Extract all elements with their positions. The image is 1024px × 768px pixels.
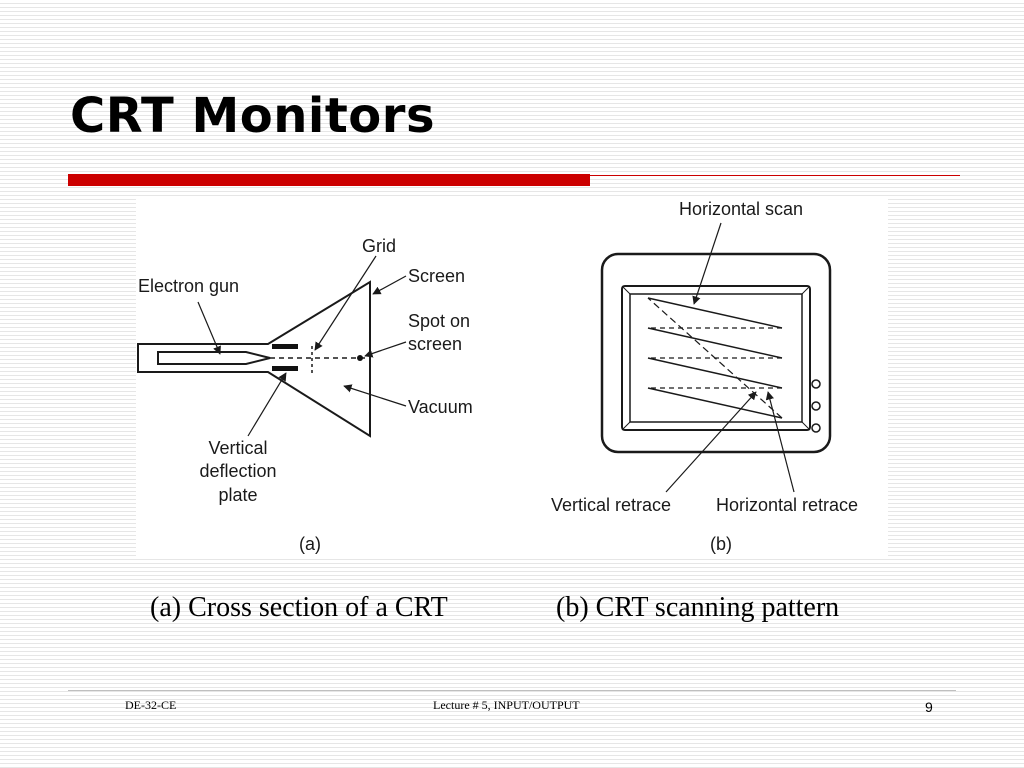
caption-a: (a) Cross section of a CRT [150, 592, 448, 623]
electron-gun-body [157, 351, 271, 365]
monitor-body [600, 252, 832, 454]
bezel-corner-tr [801, 285, 811, 295]
deflection-plate-bottom [272, 366, 298, 371]
horizontal-scan-line [647, 297, 783, 329]
arrow-grid [314, 255, 377, 351]
label-grid: Grid [362, 236, 396, 256]
crt-diagram: Grid Screen Electron gun Spot on screen … [137, 199, 858, 554]
arrow-electron-gun [197, 301, 221, 355]
bezel-corner-br [801, 421, 811, 431]
slide-title: CRT Monitors [70, 88, 436, 144]
monitor-knob [811, 401, 821, 411]
arrow-vertical-retrace [665, 391, 757, 493]
horizontal-scan-line [647, 327, 783, 359]
label-spot-on-line2: screen [408, 334, 462, 354]
footer-lecture-title: Lecture # 5, INPUT/OUTPUT [433, 698, 580, 712]
tag-a: (a) [299, 534, 321, 554]
horizontal-scan-line [647, 357, 783, 389]
monitor-bezel [621, 285, 811, 431]
caption-b: (b) CRT scanning pattern [556, 592, 840, 623]
title-underline-accent [68, 174, 590, 186]
label-vertical-retrace: Vertical retrace [551, 495, 671, 515]
monitor-screen [629, 293, 803, 423]
label-electron-gun: Electron gun [138, 276, 239, 296]
arrow-vacuum [343, 384, 407, 407]
deflection-plate-top [272, 344, 298, 349]
arrow-screen [372, 275, 407, 295]
horizontal-scan-line [647, 387, 783, 419]
label-vertical-line1: Vertical [208, 438, 267, 458]
label-vertical-line2: deflection [199, 461, 276, 481]
vertical-retrace-line [647, 297, 783, 419]
monitor-knob [811, 423, 821, 433]
crt-scanning-pattern: Horizontal scan Vertical retrace Horizon… [551, 199, 858, 554]
label-vacuum: Vacuum [408, 397, 473, 417]
label-spot-on-line1: Spot on [408, 311, 470, 331]
arrow-horizontal-scan [692, 222, 722, 305]
bezel-corner-tl [621, 285, 631, 295]
footer-course-code: DE-32-CE [125, 698, 177, 712]
crt-cross-section: Grid Screen Electron gun Spot on screen … [137, 236, 473, 554]
label-screen: Screen [408, 266, 465, 286]
title-underline-thin [590, 175, 960, 176]
crt-tube-outline [137, 280, 371, 438]
footer-page-number: 9 [925, 699, 933, 715]
arrow-spot [364, 341, 407, 358]
bezel-corner-bl [621, 421, 631, 431]
arrow-deflection-plate [247, 372, 287, 437]
label-vertical-line3: plate [218, 485, 257, 505]
arrow-horizontal-retrace [765, 391, 795, 493]
tag-b: (b) [710, 534, 732, 554]
crt-figure: Grid Screen Electron gun Spot on screen … [136, 196, 888, 558]
footer-divider [68, 690, 956, 691]
spot-on-screen-dot [357, 355, 363, 361]
label-horizontal-retrace: Horizontal retrace [716, 495, 858, 515]
monitor-knob [811, 379, 821, 389]
label-horizontal-scan: Horizontal scan [679, 199, 803, 219]
